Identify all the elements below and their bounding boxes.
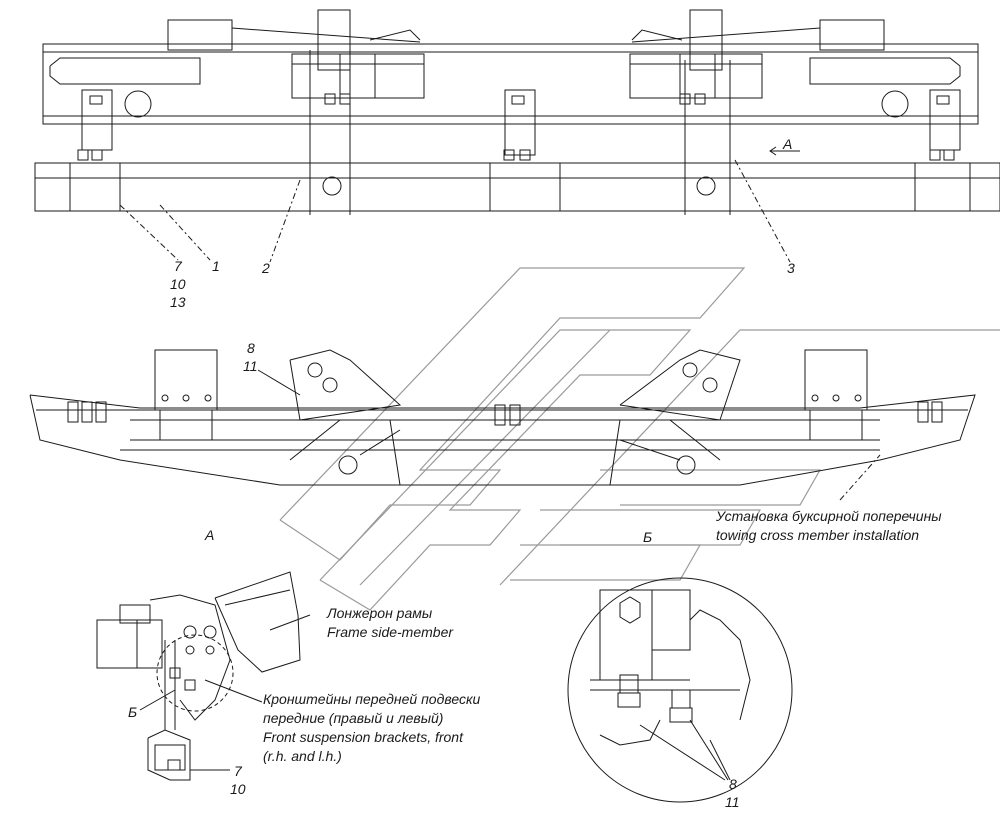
- callout-2: 2: [262, 260, 270, 276]
- middle-view: [30, 350, 975, 500]
- towing-label-en: towing cross member installation: [716, 527, 920, 543]
- callout-13-top: 13: [170, 294, 186, 310]
- brackets-label-en-2: (r.h. and l.h.): [263, 748, 342, 764]
- top-view: [35, 10, 1000, 262]
- watermark-logo: [280, 268, 1000, 610]
- callout-11-middle: 11: [243, 358, 258, 374]
- frame-label-en: Frame side-member: [327, 624, 454, 640]
- callout-10-top: 10: [170, 276, 186, 292]
- callout-8-bottom: 8: [729, 776, 737, 792]
- callout-7-top: 7: [174, 258, 182, 274]
- view-b-label: Б: [643, 529, 653, 545]
- brackets-label-en-1: Front suspension brackets, front: [263, 729, 463, 745]
- detail-b: [568, 578, 792, 802]
- arrow-a-label: A: [783, 136, 793, 152]
- callout-10-bottom: 10: [230, 781, 246, 797]
- brackets-label-ru-2: передние (правый и левый): [263, 710, 444, 726]
- brackets-label-ru-1: Кронштейны передней подвески: [263, 691, 481, 707]
- callout-3: 3: [787, 260, 795, 276]
- detail-b-label: Б: [128, 704, 138, 720]
- frame-label-ru: Лонжерон рамы: [327, 605, 433, 621]
- callout-7-bottom: 7: [234, 763, 242, 779]
- towing-label-ru: Установка буксирной поперечины: [716, 508, 942, 524]
- detail-a: [97, 572, 310, 780]
- view-a-label: A: [205, 527, 215, 543]
- callout-8-middle: 8: [247, 340, 255, 356]
- callout-11-bottom: 11: [725, 794, 740, 810]
- callout-1: 1: [212, 258, 220, 274]
